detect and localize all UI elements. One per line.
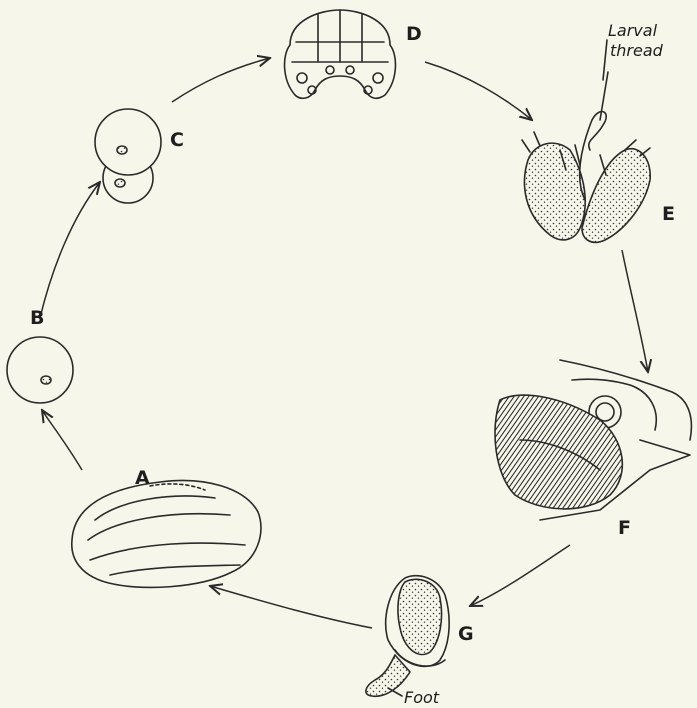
stage-f-fish-fin [495, 360, 691, 520]
stage-a-adult-shell [72, 480, 261, 587]
arrow-b-to-c [40, 182, 100, 318]
arrow-e-to-f [622, 250, 648, 372]
label-f: F [618, 517, 631, 539]
stage-c-two-cell [95, 109, 161, 203]
label-e: E [662, 203, 675, 225]
annotation-foot: Foot [404, 688, 440, 707]
label-a: A [135, 467, 150, 489]
annotation-larval: Larval [608, 21, 658, 40]
label-c: C [170, 129, 184, 151]
arrow-f-to-g [470, 545, 570, 606]
larval-thread-leader [603, 40, 607, 80]
stage-d-embryo [285, 10, 396, 98]
label-d: D [406, 23, 422, 45]
label-b: B [30, 307, 44, 329]
stage-b-egg [7, 337, 73, 403]
annotation-thread: thread [610, 41, 664, 60]
label-g: G [458, 623, 474, 645]
arrow-c-to-d [172, 58, 270, 102]
arrow-g-to-a [210, 586, 372, 628]
stage-e-glochidium [522, 72, 650, 242]
arrow-d-to-e [425, 62, 532, 120]
arrow-a-to-b [42, 410, 82, 470]
stage-g-juvenile [366, 576, 449, 697]
